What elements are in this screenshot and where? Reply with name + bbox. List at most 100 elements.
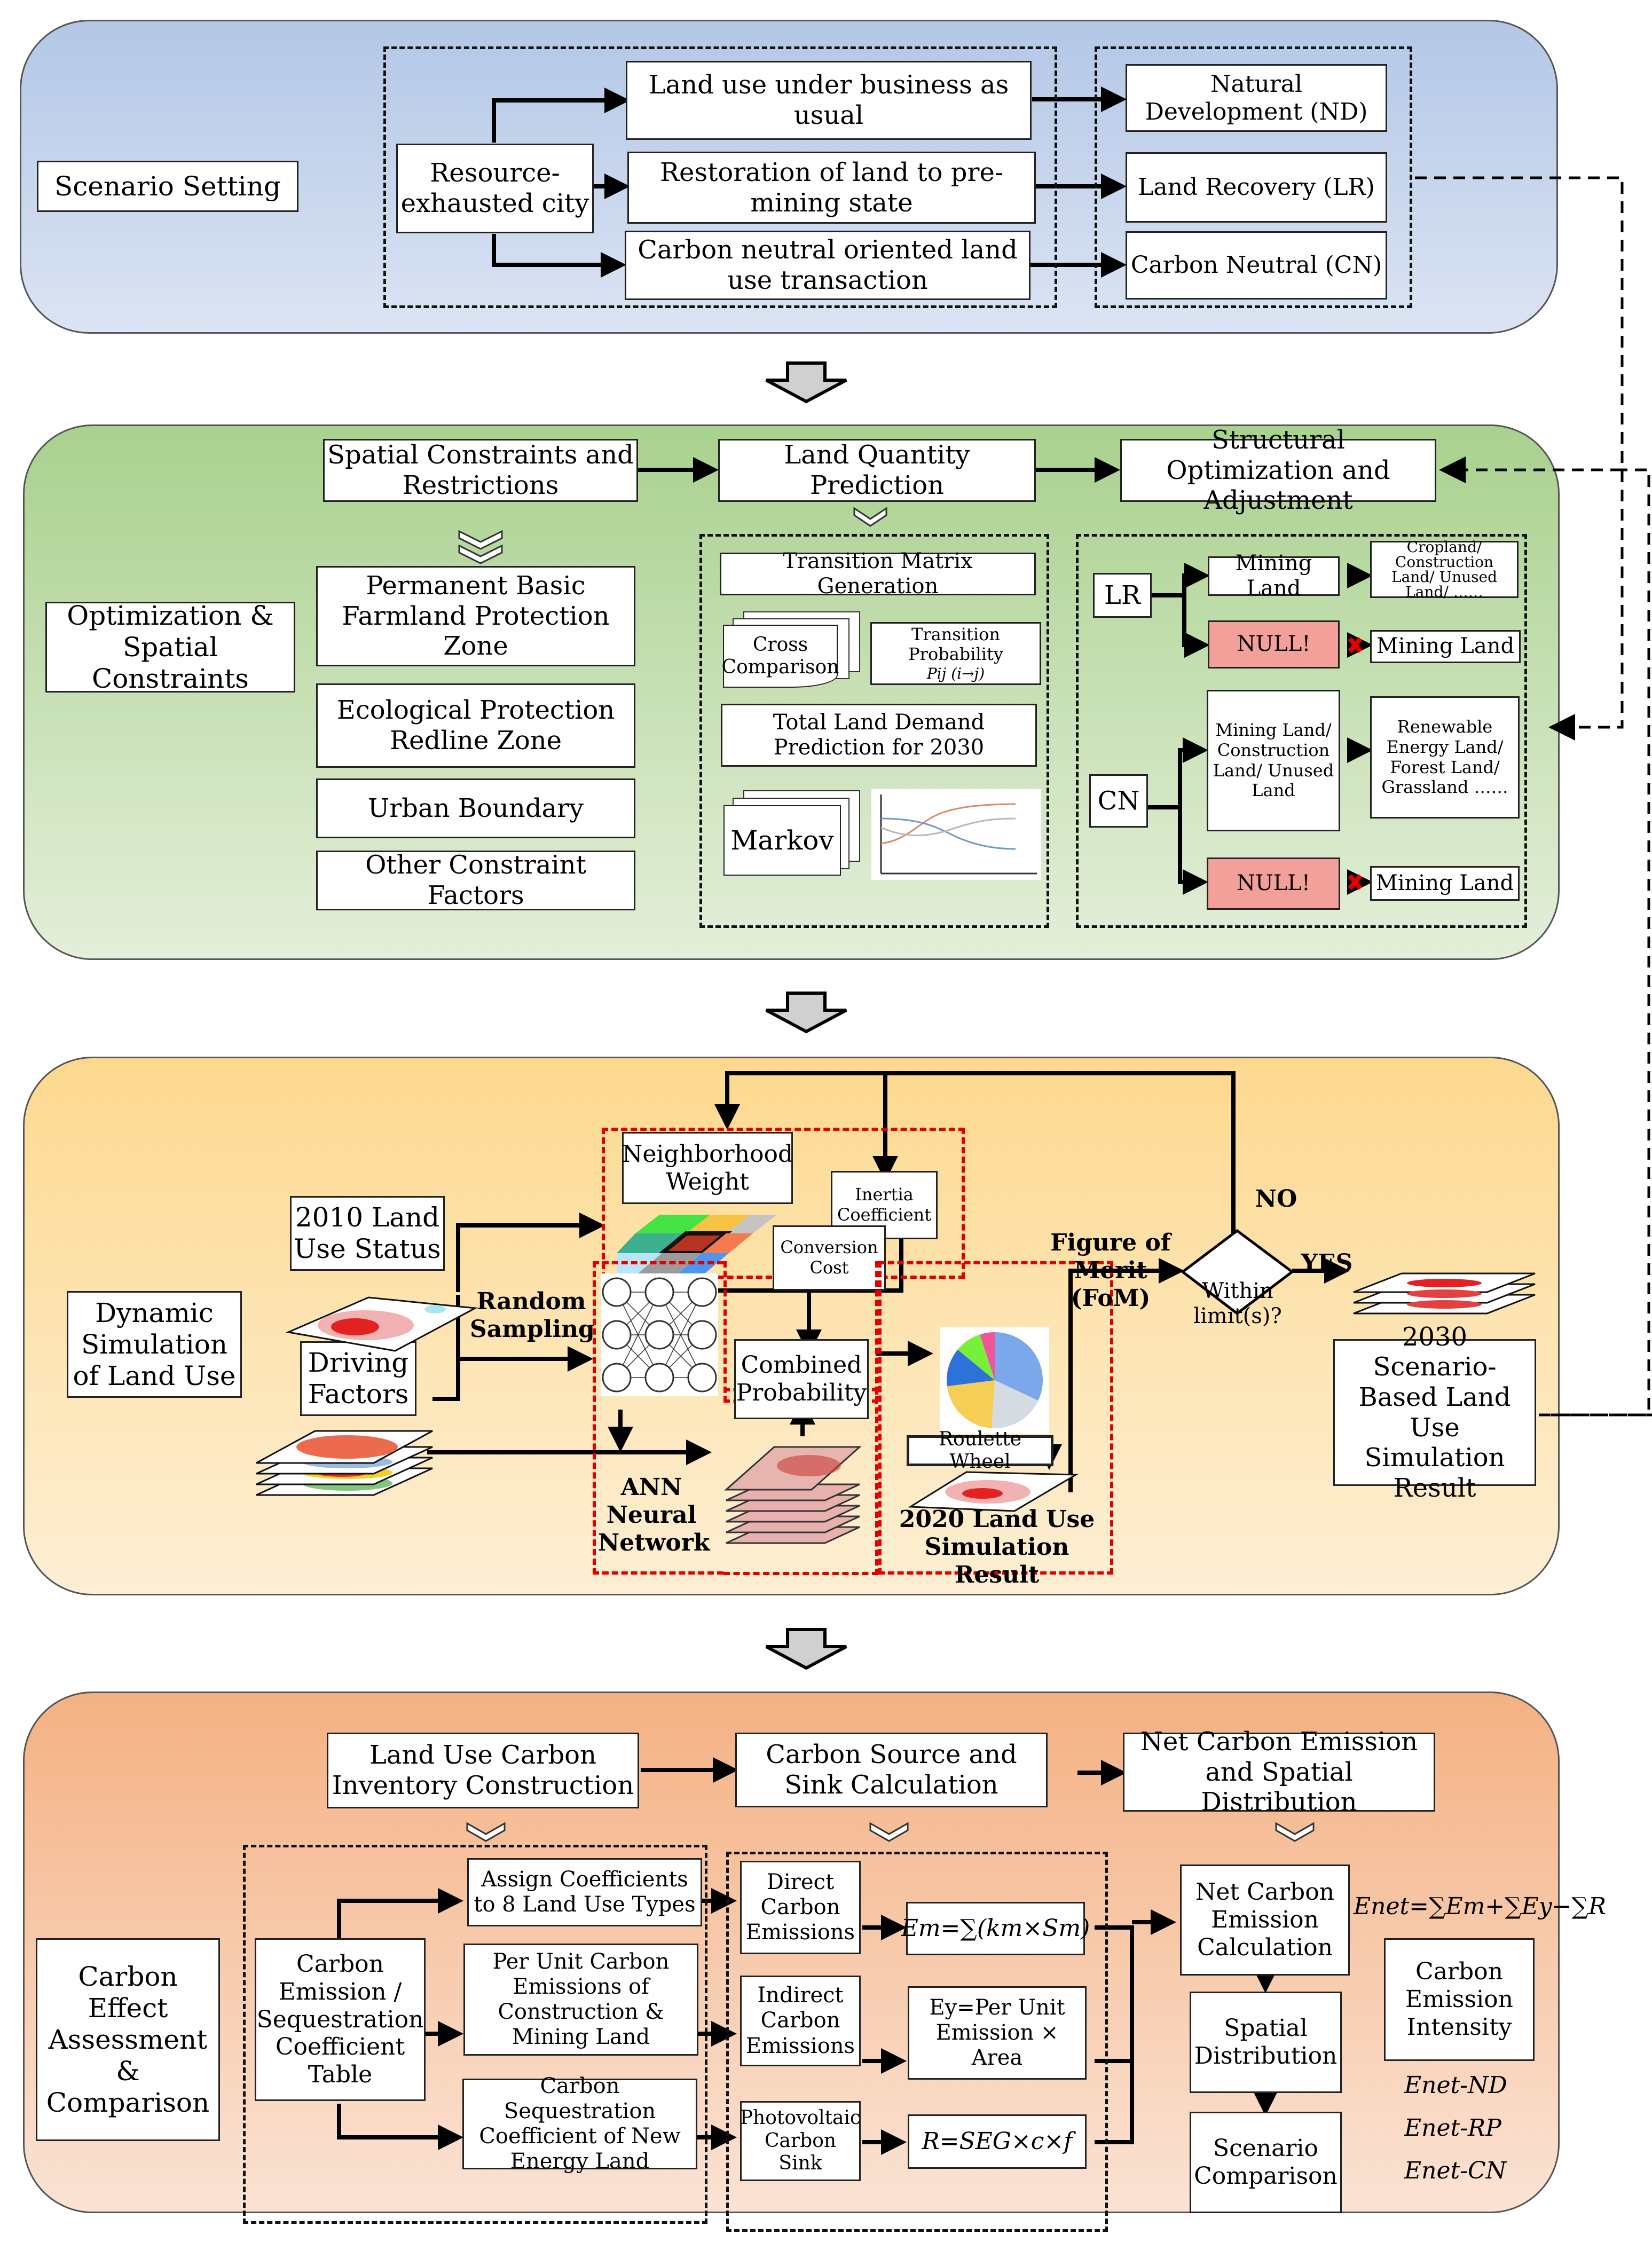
- chevrons-panel4: [466, 1822, 1315, 1842]
- spatial-distribution-box: Spatial Distribution: [1190, 1992, 1342, 2093]
- constraint-farmland: Permanent Basic Farmland Protection Zone: [316, 566, 635, 666]
- roulette-group-red-dashed: [878, 1261, 1113, 1575]
- transition-probability-label: Transition Probability: [908, 624, 1003, 665]
- scenario-restoration-box: Restoration of land to pre-mining state: [627, 152, 1036, 224]
- dynamic-simulation-title: Dynamic Simulation of Land Use: [67, 1291, 242, 1398]
- pie-slice: [947, 1349, 995, 1387]
- scenario-setting-title: Scenario Setting: [37, 161, 298, 212]
- yes-label: YES: [1301, 1249, 1353, 1277]
- net-emission-header: Net Carbon Emission and Spatial Distribu…: [1123, 1727, 1435, 1817]
- photovoltaic-formula: R=SEG×c×f: [908, 2114, 1087, 2169]
- transition-matrix-box: Transition Matrix Generation: [720, 549, 1036, 599]
- ann-group-red-dashed: [593, 1261, 723, 1575]
- big-down-arrows: [765, 361, 847, 1670]
- land-use-map-2010-icon: [285, 1296, 478, 1352]
- indirect-emission-formula: Ey=Per Unit Emission × Area: [908, 1986, 1087, 2080]
- lr-label-box: LR: [1093, 573, 1152, 618]
- decision-label: Within limit(s)?: [1193, 1279, 1282, 1329]
- lr-mining-land-box: Mining Land: [1208, 551, 1340, 601]
- random-sampling-label: Random Sampling: [470, 1288, 595, 1343]
- panel1-arrows: [492, 86, 1127, 278]
- coefficient-item-construction-mining: Per Unit Carbon Emissions of Constructio…: [463, 1944, 698, 2056]
- scenario-result-cn: Enet-CN: [1404, 2157, 1507, 2184]
- lr-null-box: NULL!: [1208, 620, 1340, 668]
- cn-source-lands-box: Mining Land/ Construction Land/ Unused L…: [1207, 690, 1340, 831]
- direct-emissions-box: Direct Carbon Emissions: [740, 1861, 861, 1954]
- neighborhood-weight-box: Neighborhood Weight: [622, 1132, 793, 1204]
- constraint-other: Other Constraint Factors: [316, 850, 635, 910]
- scenario-bau-box: Land use under business as usual: [626, 61, 1032, 140]
- transition-probability-formula: Pij (i→j): [926, 665, 985, 683]
- carbon-assessment-title: Carbon Effect Assessment & Comparison: [36, 1938, 220, 2141]
- red-x-icon-lr: [1348, 637, 1363, 653]
- figure-of-merit-label: Figure of Merit (FoM): [1050, 1229, 1171, 1312]
- cross-comparison-box: Cross Comparison: [722, 625, 839, 688]
- pie-slice: [957, 1334, 995, 1380]
- down-arrow-3: [765, 1628, 847, 1670]
- scenario-group-dashed: [383, 46, 1057, 308]
- net-calc-box: Net Carbon Emission Calculation: [1180, 1864, 1350, 1976]
- land-quantity-header: Land Quantity Prediction: [718, 439, 1036, 502]
- inventory-group-dashed: [243, 1845, 707, 2224]
- cn-target-lands-box: Renewable Energy Land/ Forest Land/ Gras…: [1370, 696, 1520, 819]
- down-arrow-1: [765, 361, 847, 404]
- cn-null-box: NULL!: [1207, 857, 1340, 910]
- total-land-demand-box: Total Land Demand Prediction for 2030: [721, 704, 1037, 767]
- panel2-arrows: [636, 457, 1373, 895]
- scenario-carbon-neutral-box: Carbon neutral oriented land use transac…: [625, 231, 1030, 300]
- land-use-map-2020-icon: [908, 1471, 1079, 1512]
- cn-label-box: CN: [1089, 774, 1148, 828]
- scenario-result-nd: Enet-ND: [1404, 2072, 1507, 2099]
- outcome-group-dashed: [1095, 46, 1412, 308]
- optimization-group-dashed: [1076, 534, 1527, 928]
- chevrons-panel2: [458, 507, 887, 564]
- pie-slice: [995, 1332, 1043, 1401]
- direct-emission-formula: Em=∑(km×Sm): [901, 1902, 1090, 1955]
- red-x-icons: [1348, 637, 1363, 890]
- combined-probability-box: Combined Probability: [734, 1339, 869, 1419]
- lr-target-lands-box: Cropland/ Construction Land/ Unused Land…: [1370, 539, 1519, 599]
- scenario-comparison-box: Scenario Comparison: [1190, 2112, 1342, 2213]
- net-emission-formula: Enet=∑Em+∑Ey−∑R: [1354, 1893, 1606, 1920]
- constraint-ecological: Ecological Protection Redline Zone: [316, 683, 635, 768]
- roulette-wheel-box: Roulette Wheel: [907, 1428, 1053, 1473]
- structural-optimization-header: Structural Optimization and Adjustment: [1120, 425, 1436, 515]
- optimization-title: Optimization & Spatial Constraints: [45, 600, 295, 694]
- conversion-cost-box: Conversion Cost: [773, 1225, 886, 1291]
- scenario-result-rp: Enet-RP: [1404, 2114, 1501, 2142]
- driving-factors-box: Driving Factors: [300, 1341, 416, 1416]
- pie-slice: [992, 1380, 1039, 1428]
- neural-network-icon: [601, 1273, 718, 1396]
- result-2020-label: 2020 Land Use Simulation Result: [899, 1506, 1095, 1588]
- outcome-nd-box: Natural Development (ND): [1126, 64, 1387, 132]
- markov-box: Markov: [723, 805, 841, 876]
- outcome-cn-box: Carbon Neutral (CN): [1126, 231, 1387, 300]
- transition-probability-box: Transition Probability Pij (i→j): [870, 622, 1041, 685]
- calculation-group-dashed: [726, 1852, 1108, 2232]
- outcome-lr-box: Land Recovery (LR): [1126, 152, 1387, 223]
- down-arrow-2: [765, 992, 847, 1034]
- arrow-to-bau: [492, 88, 630, 143]
- constraint-urban-boundary: Urban Boundary: [316, 778, 635, 838]
- lr-null-mining-land-box: Mining Land: [1370, 630, 1521, 663]
- no-label: NO: [1255, 1185, 1297, 1213]
- indirect-emissions-box: Indirect Carbon Emissions: [740, 1976, 861, 2066]
- roulette-pie-icon: [940, 1327, 1049, 1434]
- prediction-group-dashed: [699, 534, 1049, 928]
- red-x-icon-cn: [1348, 874, 1363, 890]
- result-2030-box: 2030 Scenario-Based Land Use Simulation …: [1333, 1322, 1536, 1503]
- carbon-intensity-box: Carbon Emission Intensity: [1384, 1938, 1535, 2061]
- ann-neural-network-label: ANN Neural Network: [598, 1474, 710, 1556]
- driving-factors-layers-icon: [256, 1430, 433, 1496]
- pie-slice: [980, 1332, 995, 1380]
- resource-exhausted-city-box: Resource-exhausted city: [396, 144, 594, 233]
- coefficient-item-new-energy: Carbon Sequestration Coefficient of New …: [462, 2074, 697, 2174]
- coefficient-item-land-types: Assign Coefficients to 8 Land Use Types: [467, 1858, 702, 1926]
- pie-slice: [947, 1380, 995, 1428]
- markov-trend-chart-icon: [871, 789, 1041, 880]
- arrow-to-carbon-neutral: [492, 234, 626, 278]
- spatial-constraints-header: Spatial Constraints and Restrictions: [323, 439, 638, 502]
- decision-diamond: [1180, 1229, 1295, 1316]
